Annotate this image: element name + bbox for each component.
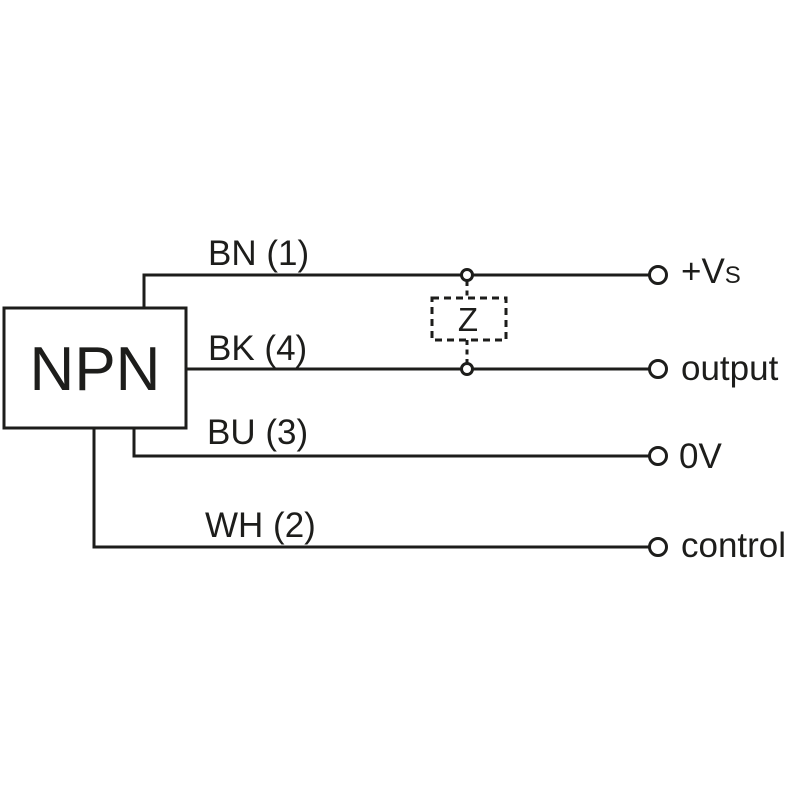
impedance-label: Z — [458, 301, 478, 338]
wire-label-bu: BU (3) — [207, 413, 308, 452]
wire-label-bk: BK (4) — [208, 329, 307, 368]
wire-wh-line — [92, 428, 650, 549]
terminal-label-vs: +VS — [681, 252, 741, 291]
terminal-label-vs-sub: S — [725, 262, 741, 289]
wire-bu-line — [132, 428, 650, 458]
terminal-circle-0v — [648, 446, 668, 466]
device-label: NPN — [30, 335, 161, 404]
junction-dot-bk — [460, 362, 474, 376]
impedance-box — [430, 296, 508, 342]
device-box — [2, 306, 188, 430]
terminal-circle-control — [648, 537, 668, 557]
wire-bn-line — [142, 273, 650, 308]
wire-label-wh: WH (2) — [205, 506, 316, 545]
junction-dot-bn — [460, 268, 474, 282]
terminal-label-output: output — [681, 349, 779, 388]
terminal-label-0v: 0V — [679, 437, 722, 476]
terminal-circle-vs — [648, 265, 668, 285]
terminal-circle-output — [648, 359, 668, 379]
wire-label-bn: BN (1) — [208, 234, 309, 273]
terminal-label-vs-main: +V — [681, 252, 725, 291]
terminal-label-control: control — [681, 526, 786, 565]
